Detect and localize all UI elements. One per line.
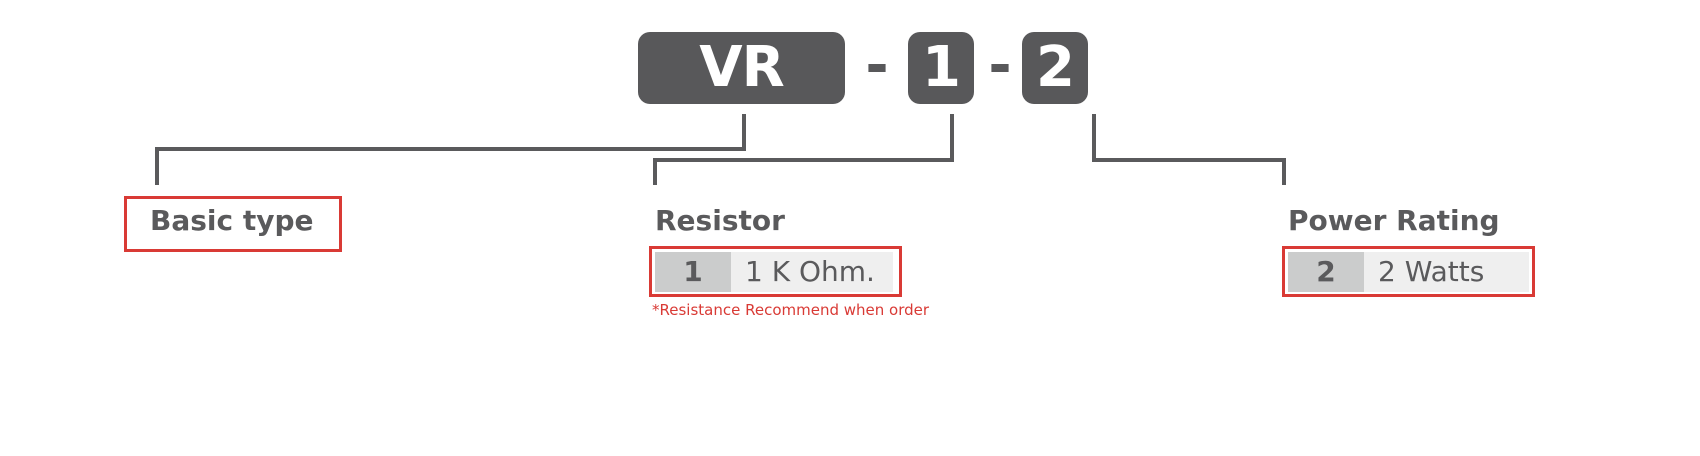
- basic-type-label: Basic type: [150, 204, 314, 237]
- resistor-option-box: [649, 246, 902, 297]
- code-box-resistor: 1: [908, 32, 974, 104]
- resistor-option-desc: 1 K Ohm.: [731, 252, 893, 292]
- resistor-label: Resistor: [655, 204, 785, 237]
- connector-resistor: [653, 114, 954, 185]
- code-box-power: 2: [1022, 32, 1088, 104]
- connector-basic: [155, 114, 746, 185]
- resistor-note: *Resistance Recommend when order: [652, 301, 930, 319]
- resistor-option-code: 1: [655, 252, 731, 292]
- power-option-desc: 2 Watts: [1364, 252, 1529, 292]
- code-separator-1: -: [865, 33, 889, 98]
- power-option-code: 2: [1288, 252, 1364, 292]
- basic-type-box: [124, 196, 342, 252]
- power-rating-label: Power Rating: [1288, 204, 1500, 237]
- code-box-base: VR Box: [638, 32, 845, 172]
- connector-power: [1092, 114, 1286, 185]
- power-option-box: [1282, 246, 1535, 297]
- resistor-option-row: 1 1 K Ohm.: [655, 252, 893, 292]
- power-option-row: 2 2 Watts: [1288, 252, 1529, 292]
- code-separator-2: -: [988, 33, 1012, 98]
